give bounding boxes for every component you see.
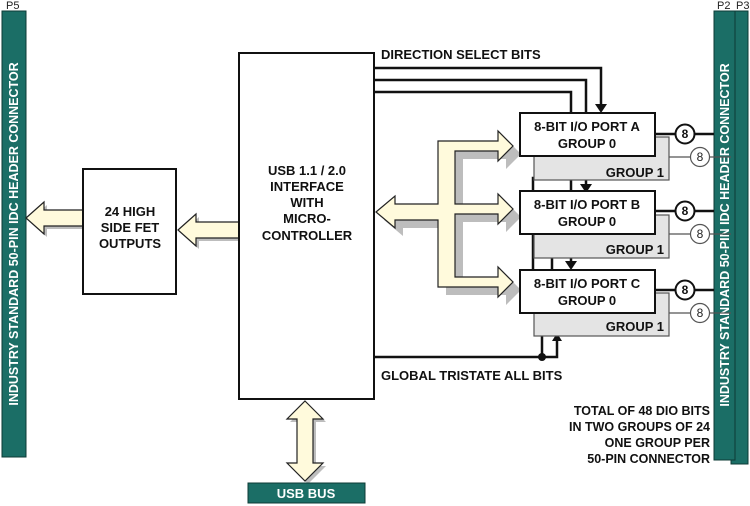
port-a-group0-label: GROUP 0 xyxy=(558,136,616,151)
usb-block-line-4: MICRO- xyxy=(283,211,331,226)
tristate-arrowhead-group1 xyxy=(552,333,562,341)
port-b-group1-label: GROUP 1 xyxy=(606,242,664,257)
port-b-group0-box xyxy=(519,190,656,235)
tristate-junction xyxy=(538,353,546,361)
port-b-count: 8 xyxy=(682,204,689,218)
port-a-count-badge xyxy=(674,123,696,145)
port-c-count: 8 xyxy=(682,283,689,297)
direction-select-label: DIRECTION SELECT BITS xyxy=(381,47,541,62)
port-c-group0-box xyxy=(519,269,656,314)
port-a-group1-count: 8 xyxy=(697,150,704,164)
port-b-count-badge xyxy=(674,200,696,222)
port-c-group1-count: 8 xyxy=(697,306,704,320)
p2-label: P2 xyxy=(717,0,730,12)
port-a-group1-label: GROUP 1 xyxy=(606,165,664,180)
usb-block-line-1: USB 1.1 / 2.0 xyxy=(268,163,346,178)
tristate-label: GLOBAL TRISTATE ALL BITS xyxy=(381,368,563,383)
p3-label: P3 xyxy=(736,0,749,12)
direction-arrowhead-a xyxy=(595,104,607,113)
port-c-group1-count-badge xyxy=(689,302,711,324)
summary-line-3: ONE GROUP PER xyxy=(605,436,710,450)
usb-bus-label-box xyxy=(247,482,366,504)
port-b: GROUP 1 8-BIT I/O PORT B GROUP 0 8 8 xyxy=(519,190,731,259)
port-a-count: 8 xyxy=(682,127,689,141)
p5-connector xyxy=(1,10,27,458)
port-b-group0-label: GROUP 0 xyxy=(558,214,616,229)
port-b-group1-count-badge xyxy=(689,223,711,245)
fet-outputs-block xyxy=(82,168,177,295)
direction-arrowhead-b xyxy=(580,184,592,193)
fet-block-line-2: SIDE FET xyxy=(101,220,160,235)
p5-label: P5 xyxy=(6,0,19,12)
port-b-title: 8-BIT I/O PORT B xyxy=(534,197,640,212)
usb-block-line-3: WITH xyxy=(290,195,323,210)
direction-line-a xyxy=(374,66,603,106)
summary-line-2: IN TWO GROUPS OF 24 xyxy=(569,420,710,434)
p2-connector-label: INDUSTRY STANDARD 50-PIN IDC HEADER CONN… xyxy=(718,63,732,406)
fet-block-line-1: 24 HIGH xyxy=(105,204,156,219)
usb-block-line-2: INTERFACE xyxy=(270,179,344,194)
data-bus-arrow xyxy=(375,129,514,299)
usb-bus-arrow xyxy=(285,400,325,482)
port-b-group1-count: 8 xyxy=(697,227,704,241)
p2-connector xyxy=(713,10,736,461)
usb-block-line-5: CONTROLLER xyxy=(262,228,353,243)
data-bus xyxy=(375,129,521,305)
fet-block-line-3: OUTPUTS xyxy=(99,236,161,251)
direction-arrowhead-c xyxy=(565,261,577,270)
port-a-group1-count-badge xyxy=(689,146,711,168)
usb-to-fet-arrow xyxy=(177,212,240,248)
port-c: GROUP 1 8-BIT I/O PORT C GROUP 0 8 8 xyxy=(519,269,731,337)
usb-bus-label: USB BUS xyxy=(277,486,336,501)
port-a: GROUP 1 8-BIT I/O PORT A GROUP 0 8 8 xyxy=(519,112,731,181)
summary-line-1: TOTAL OF 48 DIO BITS xyxy=(574,404,710,418)
port-c-count-badge xyxy=(674,279,696,301)
port-c-title: 8-BIT I/O PORT C xyxy=(534,276,641,291)
usb-interface-block xyxy=(238,52,375,400)
tristate-main-line xyxy=(374,322,544,359)
port-c-group1-label: GROUP 1 xyxy=(606,319,664,334)
summary-note: TOTAL OF 48 DIO BITS IN TWO GROUPS OF 24… xyxy=(569,404,710,466)
tristate-group1-line xyxy=(542,339,559,359)
port-a-title: 8-BIT I/O PORT A xyxy=(534,119,640,134)
port-c-group0-label: GROUP 0 xyxy=(558,293,616,308)
summary-line-4: 50-PIN CONNECTOR xyxy=(587,452,710,466)
p5-connector-label: INDUSTRY STANDARD 50-PIN IDC HEADER CONN… xyxy=(7,62,21,405)
fet-output-arrow xyxy=(25,200,84,236)
